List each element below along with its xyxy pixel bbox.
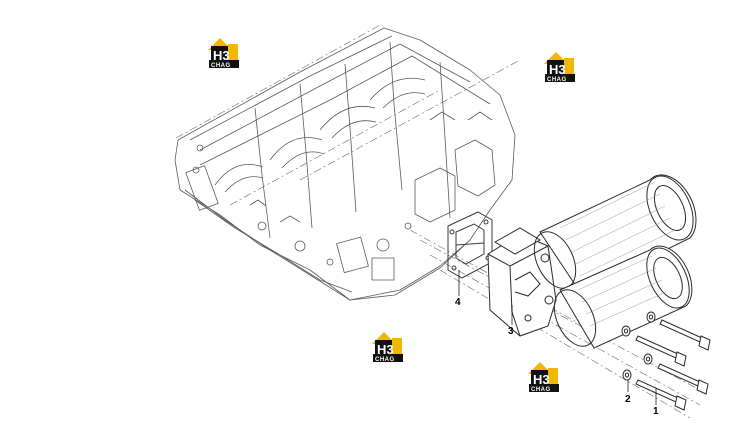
callout-4: 4 [455,297,461,308]
engine-block [174,27,516,301]
svg-text:CHAG: CHAG [375,357,395,363]
watermark-logo: H3 CHAG [528,362,559,393]
svg-text:H3: H3 [533,372,550,387]
svg-text:H3: H3 [213,48,230,63]
bolt [635,335,687,367]
watermark-logo: H3 CHAG [544,52,575,83]
gasket [447,211,493,279]
callout-2: 2 [625,394,631,405]
callout-1: 1 [653,406,659,417]
svg-text:CHAG: CHAG [547,77,567,83]
svg-text:H3: H3 [377,342,394,357]
svg-text:CHAG: CHAG [211,63,231,69]
svg-text:H3: H3 [549,62,566,77]
filter-canister-upper [533,174,697,293]
bolt [657,363,709,395]
centre-lines [175,23,701,419]
watermark-logo: H3 CHAG [372,332,403,363]
washers [621,311,656,381]
bolts [635,319,711,411]
bolt [635,379,687,411]
callout-3: 3 [508,326,514,337]
watermark-logo: H3 CHAG [208,38,239,69]
filter-housing [487,227,557,337]
filter-canister-lower [553,245,693,349]
leader-lines [458,270,657,405]
svg-text:CHAG: CHAG [531,387,551,393]
bolt [659,319,711,351]
